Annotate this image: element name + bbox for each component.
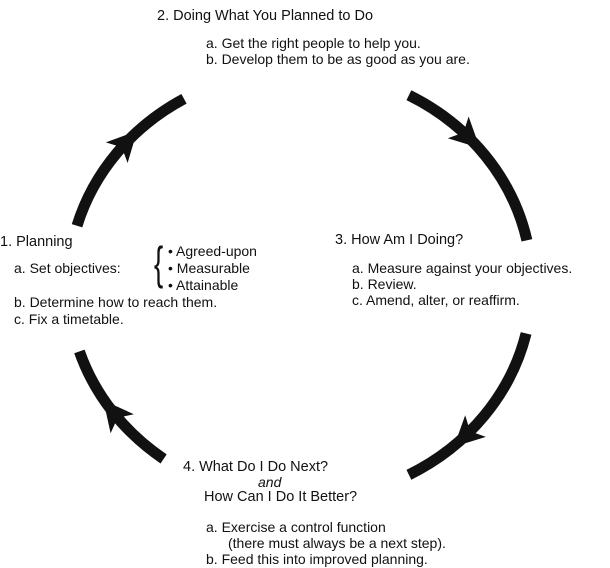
arc-next-to-planning bbox=[74, 349, 167, 464]
stage-4-item-b: b. Feed this into improved planning. bbox=[206, 551, 428, 567]
stage-3-item-c: c. Amend, alter, or reaffirm. bbox=[352, 292, 520, 308]
stage-1-objectives-label: a. Set objectives: bbox=[14, 260, 121, 276]
arc-checking-to-next bbox=[406, 332, 532, 480]
stage-4-connector: and bbox=[258, 474, 282, 490]
stage-4-item-a: a. Exercise a control function bbox=[206, 519, 386, 535]
arc-planning-to-doing bbox=[71, 93, 187, 228]
stage-1-item-c: c. Fix a timetable. bbox=[14, 311, 124, 327]
stage-3-item-a: a. Measure against your objectives. bbox=[352, 260, 573, 276]
stage-2-item-b: b. Develop them to be as good as you are… bbox=[206, 51, 470, 67]
objective-agreed-upon: • Agreed-upon bbox=[168, 243, 257, 259]
objectives-brace: { bbox=[154, 237, 164, 289]
stage-2-item-a: a. Get the right people to help you. bbox=[206, 35, 421, 51]
objective-measurable: • Measurable bbox=[168, 260, 250, 276]
arrowhead-to-next bbox=[453, 415, 486, 447]
stage-3-title: 3. How Am I Doing? bbox=[335, 232, 464, 248]
objective-attainable: • Attainable bbox=[168, 277, 239, 293]
arrowhead-to-planning bbox=[103, 400, 134, 434]
stage-2-title: 2. Doing What You Planned to Do bbox=[157, 8, 374, 24]
arrowhead-to-checking bbox=[447, 116, 480, 149]
cycle-arrowheads bbox=[103, 116, 486, 447]
stage-4-title-2: How Can I Do It Better? bbox=[204, 489, 358, 505]
stage-4-title: 4. What Do I Do Next? bbox=[183, 459, 329, 475]
arc-doing-to-checking bbox=[406, 90, 533, 242]
stage-1-title: 1. Planning bbox=[0, 234, 73, 250]
arrowhead-to-doing bbox=[105, 130, 138, 163]
stage-4-item-a-note: (there must always be a next step). bbox=[228, 535, 446, 551]
cycle-arcs bbox=[71, 90, 533, 480]
stage-1-item-b: b. Determine how to reach them. bbox=[14, 294, 218, 310]
stage-3-item-b: b. Review. bbox=[352, 276, 417, 292]
